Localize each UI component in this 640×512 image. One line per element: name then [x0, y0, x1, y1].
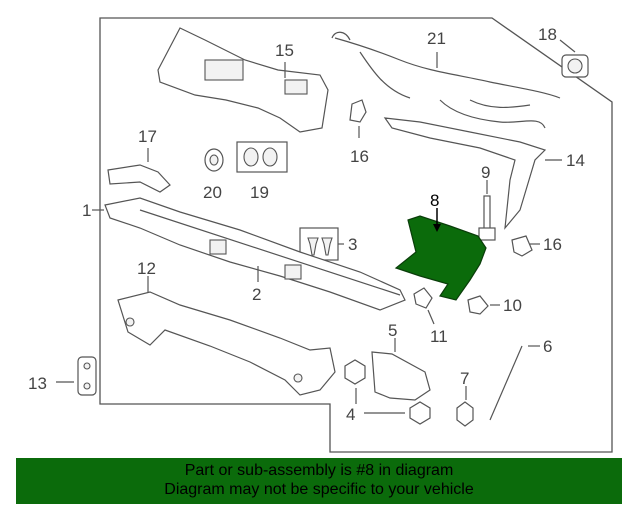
parts-diagram: 1 2 3 4 5 6 7 8 9 10 11 12 13 14 15 16 1… — [28, 17, 613, 453]
callout-6: 6 — [543, 337, 552, 356]
callout-8: 8 — [430, 191, 439, 210]
part-13-mount — [56, 356, 97, 396]
callout-1: 1 — [82, 201, 91, 220]
callout-2: 2 — [252, 285, 261, 304]
callout-15: 15 — [275, 41, 294, 60]
part-10-clip — [467, 295, 500, 315]
callout-14: 14 — [566, 151, 585, 170]
part-14-side-trim — [383, 117, 562, 230]
part-8-highlighted-shield — [394, 208, 487, 301]
part-16-clip-lower — [511, 235, 540, 257]
callout-16-upper: 16 — [350, 147, 369, 166]
part-15-upper-panel — [157, 27, 329, 133]
part-2-beam — [92, 197, 406, 311]
banner-line-2: Diagram may not be specific to your vehi… — [164, 481, 474, 498]
part-7-nut — [456, 386, 474, 427]
callout-7: 7 — [460, 369, 469, 388]
part-6-strut — [489, 345, 540, 421]
callout-13: 13 — [28, 374, 47, 393]
callout-18: 18 — [538, 25, 557, 44]
part-11-clip — [413, 287, 435, 325]
part-21-wiring-harness — [331, 31, 561, 129]
part-16-clip-upper — [349, 99, 367, 138]
callout-4: 4 — [346, 405, 355, 424]
part-4-nuts — [344, 359, 431, 425]
callout-19: 19 — [250, 183, 269, 202]
part-9-bolt — [478, 180, 496, 241]
callout-12: 12 — [137, 259, 156, 278]
banner-line-1: Part or sub-assembly is #8 in diagram — [184, 462, 454, 479]
part-19-bushings — [236, 141, 288, 173]
callout-10: 10 — [503, 296, 522, 315]
callout-11: 11 — [430, 327, 448, 346]
callout-9: 9 — [481, 163, 490, 182]
callout-5: 5 — [388, 321, 397, 340]
callout-17: 17 — [138, 127, 157, 146]
callout-3: 3 — [348, 235, 357, 254]
part-5-bracket — [371, 338, 431, 401]
callout-20: 20 — [203, 183, 222, 202]
part-info-banner: Part or sub-assembly is #8 in diagram Di… — [16, 458, 622, 504]
callout-21: 21 — [427, 29, 446, 48]
callout-16-lower: 16 — [543, 235, 562, 254]
part-20-bushing — [204, 148, 224, 172]
part-17-bracket — [107, 148, 171, 193]
part-12-lower-bar — [117, 276, 336, 396]
part-18-connector — [559, 39, 589, 78]
